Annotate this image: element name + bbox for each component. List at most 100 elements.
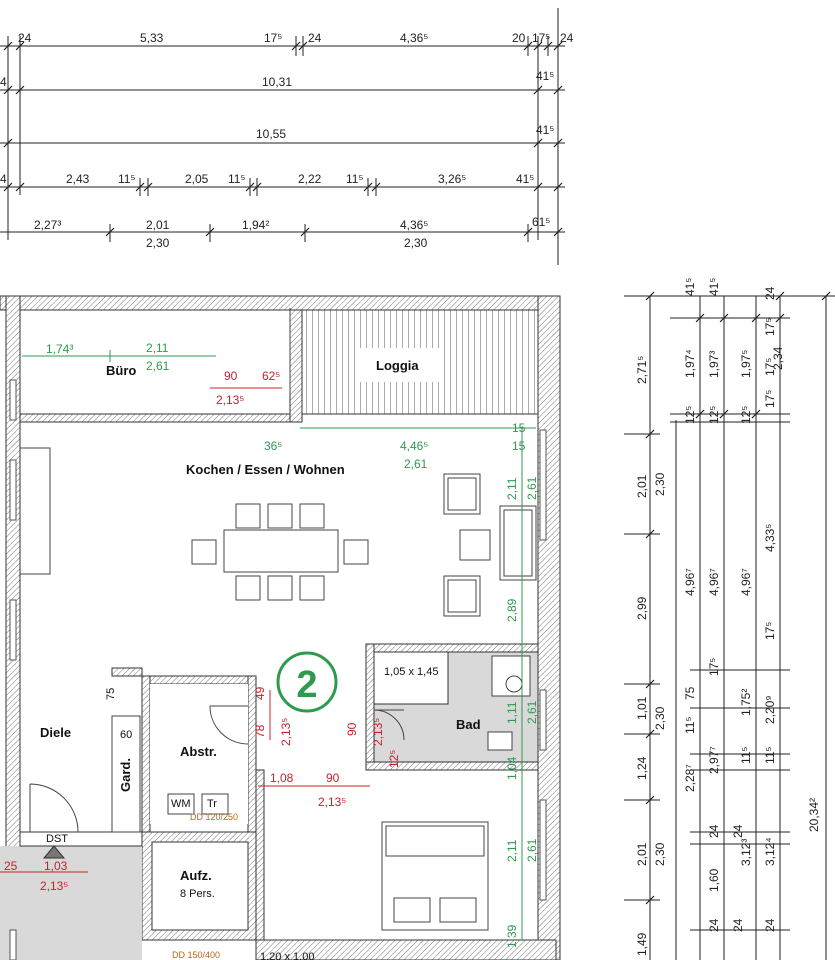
dim-text: 3,12⁴ <box>763 837 777 866</box>
dim-text: 24 <box>731 918 745 932</box>
kitchen-counter <box>20 447 51 575</box>
window-marks <box>9 379 547 960</box>
dim-text: 24 <box>707 918 721 932</box>
loggia <box>301 309 539 415</box>
label-seventyfive: 75 <box>105 688 117 700</box>
dim-text: 11⁵ <box>739 747 753 764</box>
room-label-aufz: Aufz. <box>180 868 212 883</box>
dim-text: 1,03 <box>44 859 68 873</box>
dim-text: 17⁵ <box>532 31 550 45</box>
unit-badge: 2 <box>276 651 338 713</box>
dim-text: 2,22 <box>298 172 322 186</box>
dim-text: 2,13⁵ <box>279 718 293 746</box>
dim-text: 20,34² <box>807 798 821 832</box>
dim-text: 24 <box>731 824 745 838</box>
dim-text: 62⁵ <box>262 369 280 383</box>
dim-text: 25 <box>4 859 18 873</box>
label-dst: DST <box>46 833 68 845</box>
dim-text: 75 <box>683 686 697 700</box>
right-dimension-lines <box>624 295 835 960</box>
dim-text: 17⁵ <box>763 358 777 376</box>
dim-text: 2,30 <box>653 842 667 866</box>
unit-number: 2 <box>296 664 317 706</box>
dim-text: 1,24 <box>635 756 649 780</box>
dim-text: 2,61 <box>404 457 428 471</box>
dim-text: 1,97⁵ <box>739 350 753 378</box>
dim-text: 1,94² <box>242 218 269 232</box>
green-dimension-lines <box>22 350 536 940</box>
dim-text: 10,55 <box>256 127 286 141</box>
dim-text: 1,04 <box>505 756 519 780</box>
dim-text: 2,11 <box>505 477 519 500</box>
abstr-room <box>111 684 248 833</box>
dim-text: 24 <box>763 286 777 300</box>
bathroom <box>373 651 539 763</box>
label-sixty: 60 <box>120 729 132 741</box>
living-furniture <box>443 473 537 617</box>
dim-text: 11⁵ <box>228 172 245 186</box>
dim-text: 2,20⁹ <box>763 696 777 725</box>
dim-text: 12⁵ <box>387 750 401 768</box>
room-label-gard: Gard. <box>118 758 133 792</box>
red-dimension-lines <box>0 387 370 873</box>
top-dimension-texts: 24 5,33 17⁵ 24 4,36⁵ 20 17⁵ 24 4 10,31 4… <box>0 31 574 250</box>
dim-text: 1,60 <box>707 868 721 892</box>
room-label-loggia: Loggia <box>376 358 419 373</box>
window-note: 1,20 x 1,00 <box>260 951 314 960</box>
dim-text: 78 <box>253 724 267 738</box>
dim-text: 2,01 <box>146 218 170 232</box>
dim-text: 24 <box>763 918 777 932</box>
dim-text: 2,61 <box>525 838 539 862</box>
dim-text: 17⁵ <box>264 31 282 45</box>
dim-text: 1,49 <box>635 932 649 956</box>
dim-text: 2,97⁷ <box>707 746 721 774</box>
dim-text: 2,99 <box>635 596 649 620</box>
dim-text: 4,36⁵ <box>400 31 428 45</box>
dim-text: 2,89 <box>505 598 519 622</box>
dim-text: 3,26⁵ <box>438 172 466 186</box>
dim-text: 11⁵ <box>118 172 135 186</box>
dim-text: 17⁵ <box>707 658 721 676</box>
dim-text: 1,11 <box>505 701 519 724</box>
green-dim-texts: 1,74³ 2,11 2,61 36⁵ 4,46⁵ 2,61 15 15 2,1… <box>46 341 539 948</box>
dim-text: 10,31 <box>262 75 292 89</box>
dim-text: 2,13⁵ <box>318 795 346 809</box>
dim-text: 4 <box>0 172 7 186</box>
dim-text: 12⁵ <box>707 406 721 424</box>
dim-text: 4,96⁷ <box>707 568 721 596</box>
right-dimension-ticks <box>645 291 831 905</box>
dim-text: 2,30 <box>653 706 667 730</box>
dim-text: 2,30 <box>146 236 170 250</box>
dim-text: 24 <box>308 31 322 45</box>
dim-text: 90 <box>345 722 359 736</box>
dim-text: 61⁵ <box>532 215 550 229</box>
dim-text: 1,97⁴ <box>683 349 697 378</box>
dim-text: 2,27³ <box>34 218 61 232</box>
dim-text: 24 <box>707 824 721 838</box>
dim-text: 4,36⁵ <box>400 218 428 232</box>
dim-text: 2,61 <box>525 476 539 500</box>
dim-text: 2,34 <box>771 346 785 370</box>
label-wm: WM <box>171 798 191 810</box>
door-note: DD 150/400 <box>172 950 220 960</box>
dim-text: 20 <box>512 31 526 45</box>
door-note: DD 120/250 <box>190 812 238 822</box>
top-dimension-ticks <box>3 41 563 237</box>
dst-symbol <box>42 845 66 859</box>
dim-text: 24 <box>560 31 574 45</box>
dim-text: 2,61 <box>146 359 170 373</box>
bathtub-size: 1,05 x 1,45 <box>384 666 438 678</box>
dim-text: 11⁵ <box>683 717 697 734</box>
dim-text: 2,11 <box>146 341 169 355</box>
dim-text: 2,30 <box>653 472 667 496</box>
dim-text: 4,33⁵ <box>763 524 777 552</box>
right-dimension-texts: 2,71⁵ 2,01 2,99 1,01 1,24 2,01 1,49 2,30… <box>635 278 821 956</box>
dim-text: 3,12³ <box>739 839 753 866</box>
room-label-aufz-capacity: 8 Pers. <box>180 888 215 900</box>
dim-text: 5,33 <box>140 31 164 45</box>
dim-text: 36⁵ <box>264 439 282 453</box>
dim-text: 1,01 <box>635 696 649 720</box>
room-label-kochen: Kochen / Essen / Wohnen <box>186 462 345 477</box>
bed <box>381 821 489 931</box>
dim-text: 15 <box>512 421 526 435</box>
